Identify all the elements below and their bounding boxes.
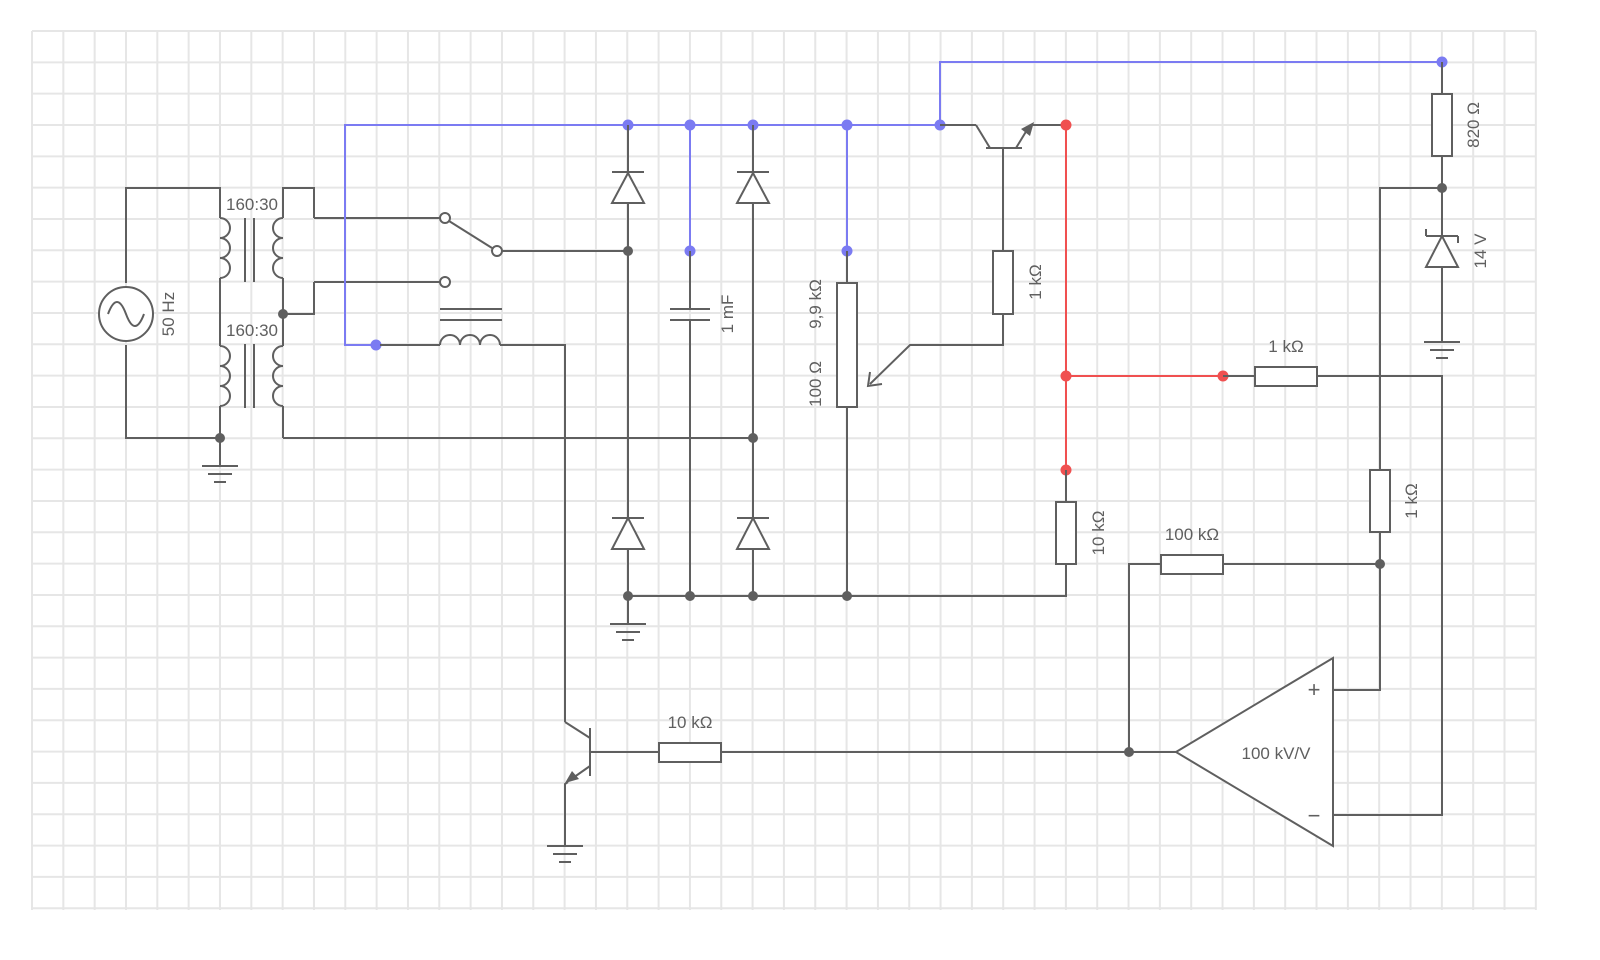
selector-switch[interactable] — [314, 212, 628, 288]
transformer[interactable]: 160:30 160:30 — [219, 187, 315, 438]
pass-transistor[interactable]: 1 kΩ — [940, 122, 1066, 315]
zener-voltage-label: 14 V — [1471, 233, 1490, 269]
driver-stage[interactable]: 10 kΩ — [547, 713, 722, 863]
filter-capacitor[interactable]: 1 mF — [670, 251, 737, 596]
ref-resistor-label: 1 kΩ — [1268, 337, 1303, 356]
opamp-feedback-resistor[interactable]: 100 kΩ — [1128, 525, 1380, 752]
transformer-upper-ratio: 160:30 — [226, 195, 278, 214]
ground-source — [202, 433, 238, 483]
bridge-rectifier[interactable] — [610, 125, 771, 596]
plus-input-resistor[interactable]: 1 kΩ — [1333, 187, 1442, 691]
plus-input-resistor-label: 1 kΩ — [1402, 483, 1421, 518]
source-frequency-label: 50 Hz — [159, 292, 178, 336]
opamp-feedback-label: 100 kΩ — [1165, 525, 1219, 544]
potentiometer[interactable]: 9,9 kΩ 100 Ω — [806, 251, 1004, 596]
series-resistor-label: 820 Ω — [1464, 102, 1483, 148]
ac-source[interactable]: 50 Hz — [98, 187, 221, 439]
op-amp[interactable]: + − 100 kV/V — [722, 656, 1334, 848]
opamp-minus-sign: − — [1308, 803, 1321, 828]
ground-rail — [610, 564, 1067, 641]
pot-upper-label: 9,9 kΩ — [806, 279, 825, 329]
base-resistor-label: 1 kΩ — [1026, 264, 1045, 299]
opamp-gain-label: 100 kV/V — [1242, 744, 1312, 763]
relay[interactable] — [380, 308, 566, 722]
capacitor-label: 1 mF — [718, 295, 737, 334]
net-output — [1060, 119, 1229, 476]
pot-lower-label: 100 Ω — [806, 361, 825, 407]
divider-resistor[interactable]: 10 kΩ — [1055, 470, 1108, 565]
net-positive-rail — [344, 56, 1448, 351]
divider-resistor-label: 10 kΩ — [1089, 511, 1108, 556]
opamp-plus-sign: + — [1308, 677, 1321, 702]
zener-reference[interactable]: 820 Ω 14 V — [1424, 62, 1490, 359]
transformer-lower-ratio: 160:30 — [226, 321, 278, 340]
driver-resistor-label: 10 kΩ — [668, 713, 713, 732]
